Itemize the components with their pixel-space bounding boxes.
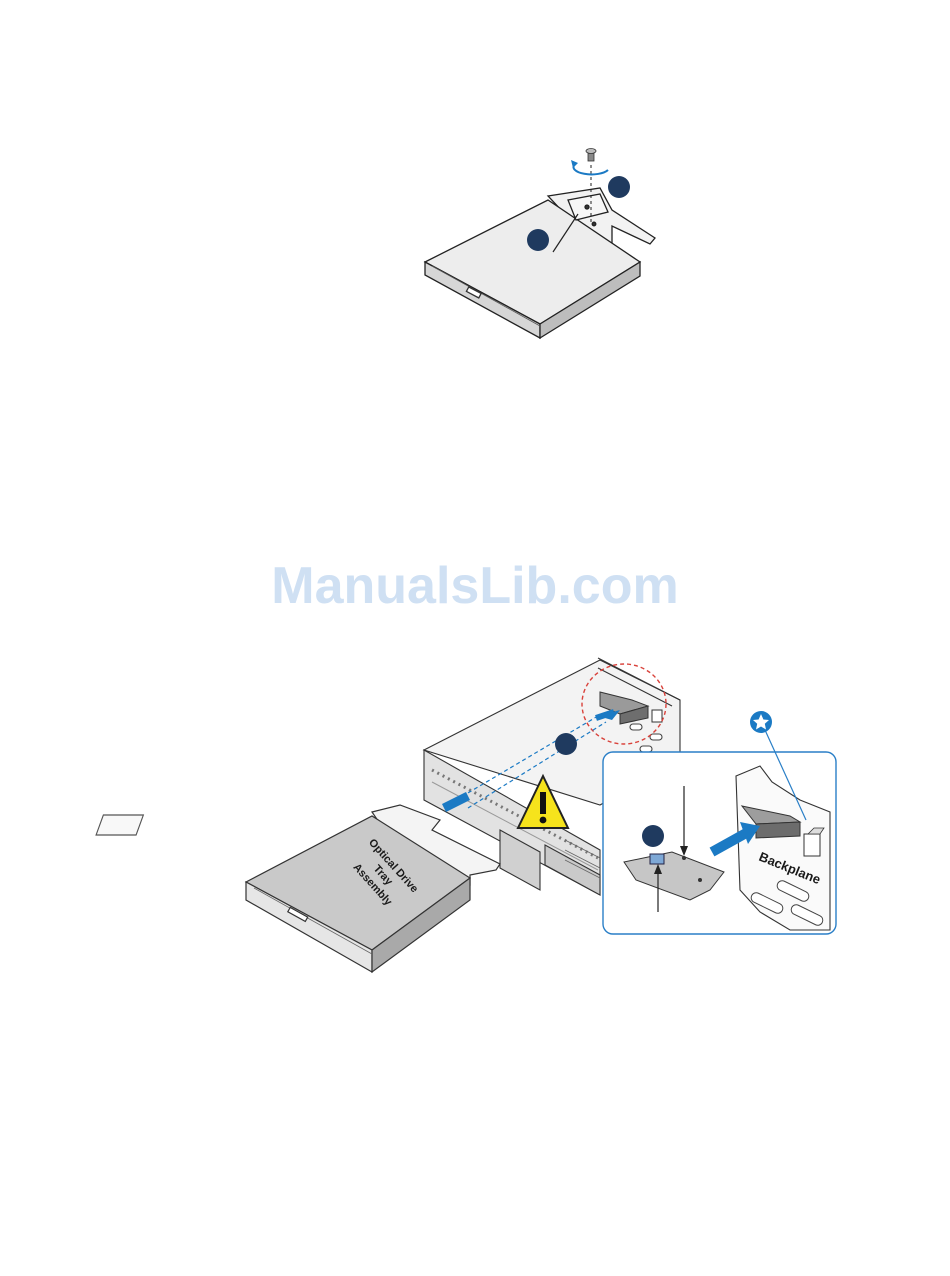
callout-badge xyxy=(642,825,664,847)
detail-inset: Backplane xyxy=(603,752,836,934)
figure-top-drive-bracket xyxy=(425,188,655,338)
callout-badge xyxy=(608,176,630,198)
rotation-arrow-icon xyxy=(571,160,578,168)
callout-badge xyxy=(555,733,577,755)
watermark: ManualsLib.com xyxy=(0,556,950,616)
latch-tab xyxy=(650,854,664,864)
callout-badge xyxy=(527,229,549,251)
optical-drive-tray xyxy=(96,805,500,972)
